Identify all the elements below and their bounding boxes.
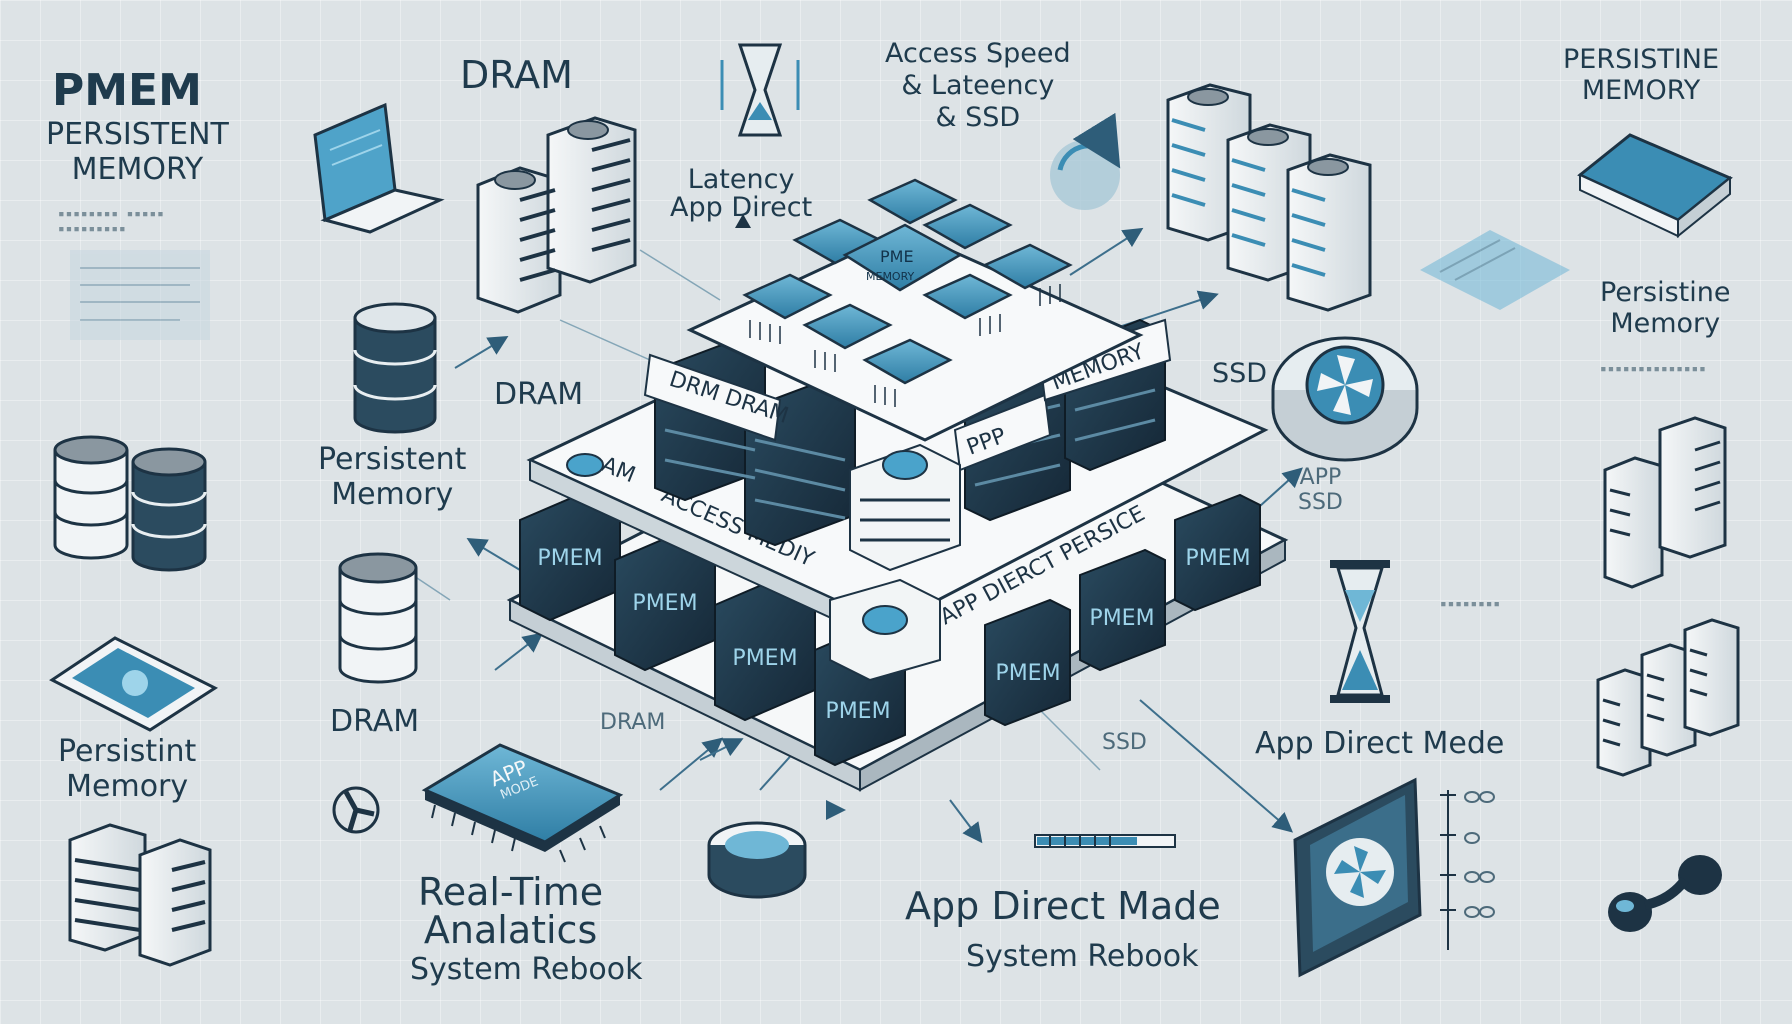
hourglass-icon [1330, 560, 1390, 703]
chip-icon [421, 743, 624, 863]
svg-text:PMEM: PMEM [995, 661, 1060, 686]
storage-drive-icon [707, 821, 807, 899]
svg-text:PMEM: PMEM [632, 591, 697, 616]
real-time-analytics-label: Real-Time Analatics [418, 870, 604, 952]
svg-text:PMEM: PMEM [537, 546, 602, 571]
app-direct-mede-label: App Direct Mede [1255, 726, 1505, 761]
ssd-label: SSD [1212, 358, 1268, 389]
pmem-block: PMEM [1079, 548, 1166, 672]
database-icon [338, 552, 418, 684]
pmem-subtitle: PERSISTENT MEMORY [46, 117, 229, 187]
fan-icon [332, 786, 380, 834]
latency-label: Latency App Direct [670, 164, 813, 224]
capsule-icon [1608, 855, 1722, 932]
persistine-memory-caps: PERSISTINE MEMORY [1563, 44, 1720, 107]
pmem-title: PMEM [52, 65, 202, 116]
memory-module-icon [1577, 133, 1733, 239]
monitor-icon [1293, 777, 1422, 978]
dram-label-small: DRAM [600, 710, 666, 735]
pmem-block: PMEM [1174, 493, 1261, 612]
pin-icon [735, 214, 751, 228]
arrow-icon [494, 632, 544, 671]
svg-text:PMEM: PMEM [1185, 546, 1250, 571]
server-rack-icon [476, 116, 637, 314]
server-rack-icon [1166, 83, 1372, 312]
system-rebook-right: System Rebook [966, 939, 1199, 974]
noise-text: ▪▪▪▪▪▪▪▪ [1440, 597, 1501, 610]
svg-text:PMEM: PMEM [825, 699, 890, 724]
noise-text: ▪▪▪▪▪▪▪▪▪▪▪▪▪▪ [1600, 362, 1707, 375]
dram-label-mid: DRAM [494, 377, 584, 412]
app-direct-made-label: App Direct Made [905, 884, 1221, 928]
scale-bar [1440, 790, 1456, 950]
arrow-icon [1069, 227, 1144, 276]
tablet-icon [49, 636, 219, 732]
refresh-icon [1050, 112, 1121, 210]
chip-grid: PME MEMORY [742, 178, 1073, 407]
svg-text:PMEM: PMEM [1089, 606, 1154, 631]
system-rebook-left: System Rebook [410, 952, 643, 987]
server-rack-icon [68, 823, 212, 967]
chip-label-pme: PME [880, 247, 914, 266]
noise-text: ▪▪▪▪▪▪▪▪▪ [58, 222, 127, 235]
persistine-memory-label: Persistine Memory [1600, 277, 1731, 340]
server-rack-icon [1603, 416, 1727, 589]
arrow-icon [949, 799, 983, 844]
access-speed-label: Access Speed & Lateency & SSD [885, 38, 1071, 133]
ssd-lower-label: SSD [1102, 730, 1147, 755]
laptop-icon [313, 102, 445, 234]
chip-label-memory: MEMORY [866, 270, 915, 283]
database-icon [353, 302, 437, 434]
database-icon [53, 435, 207, 572]
noise-text: ▪▪▪▪▪▪▪▪ ▪▪▪▪▪ [58, 207, 165, 220]
flat-module-icon [1420, 230, 1570, 310]
persistent-memory-label: Persistent Memory [318, 442, 467, 512]
svg-text:PMEM: PMEM [732, 646, 797, 671]
progress-strip [1034, 834, 1176, 848]
memory-stack: PMEM PMEM PMEM PMEM PMEM PMEM PMEM AM AC… [506, 178, 1289, 792]
fan-icon [1271, 336, 1419, 462]
server-rack-icon [1596, 618, 1740, 777]
status-dot-icon [882, 450, 928, 480]
hourglass-icon [720, 43, 800, 228]
persistint-memory-label: Persistint Memory [58, 734, 197, 804]
pmem-block: PMEM [984, 598, 1071, 727]
dram-label-lower: DRAM [330, 704, 420, 739]
dram-label-top: DRAM [460, 53, 573, 97]
arrow-icon [454, 335, 509, 369]
pmem-document-icon [70, 250, 210, 340]
app-ssd-label: APP SSD [1298, 465, 1343, 516]
